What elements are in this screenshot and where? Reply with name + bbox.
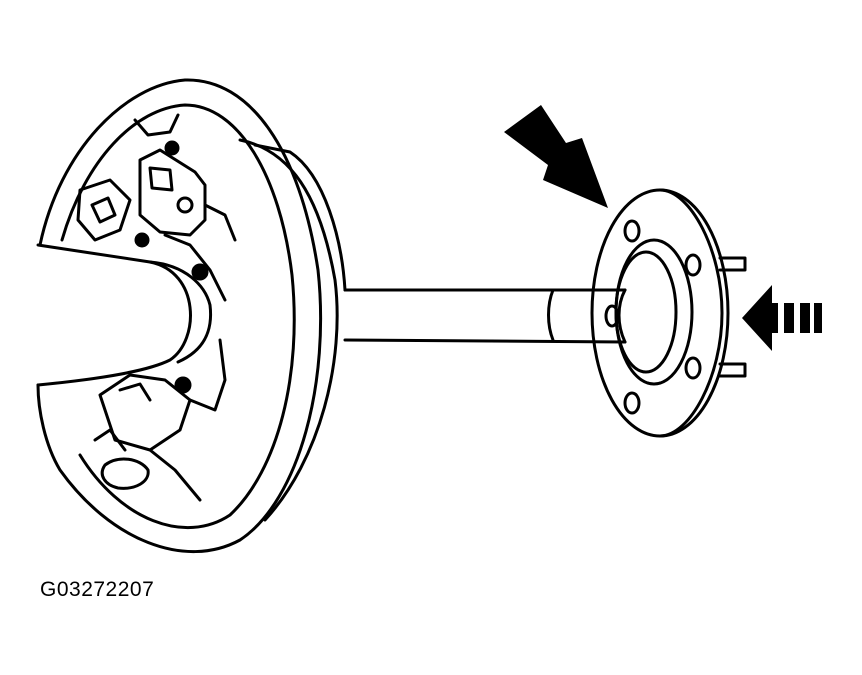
figure-id-label: G03272207 (40, 578, 155, 601)
upper-brake-hardware (76, 113, 237, 302)
dashed-arrow (742, 285, 822, 351)
backing-plate (36, 78, 347, 554)
axle-shaft (343, 288, 627, 344)
solid-arrow (504, 105, 608, 208)
lower-brake-hardware (93, 338, 227, 502)
axle-flange (590, 188, 747, 438)
